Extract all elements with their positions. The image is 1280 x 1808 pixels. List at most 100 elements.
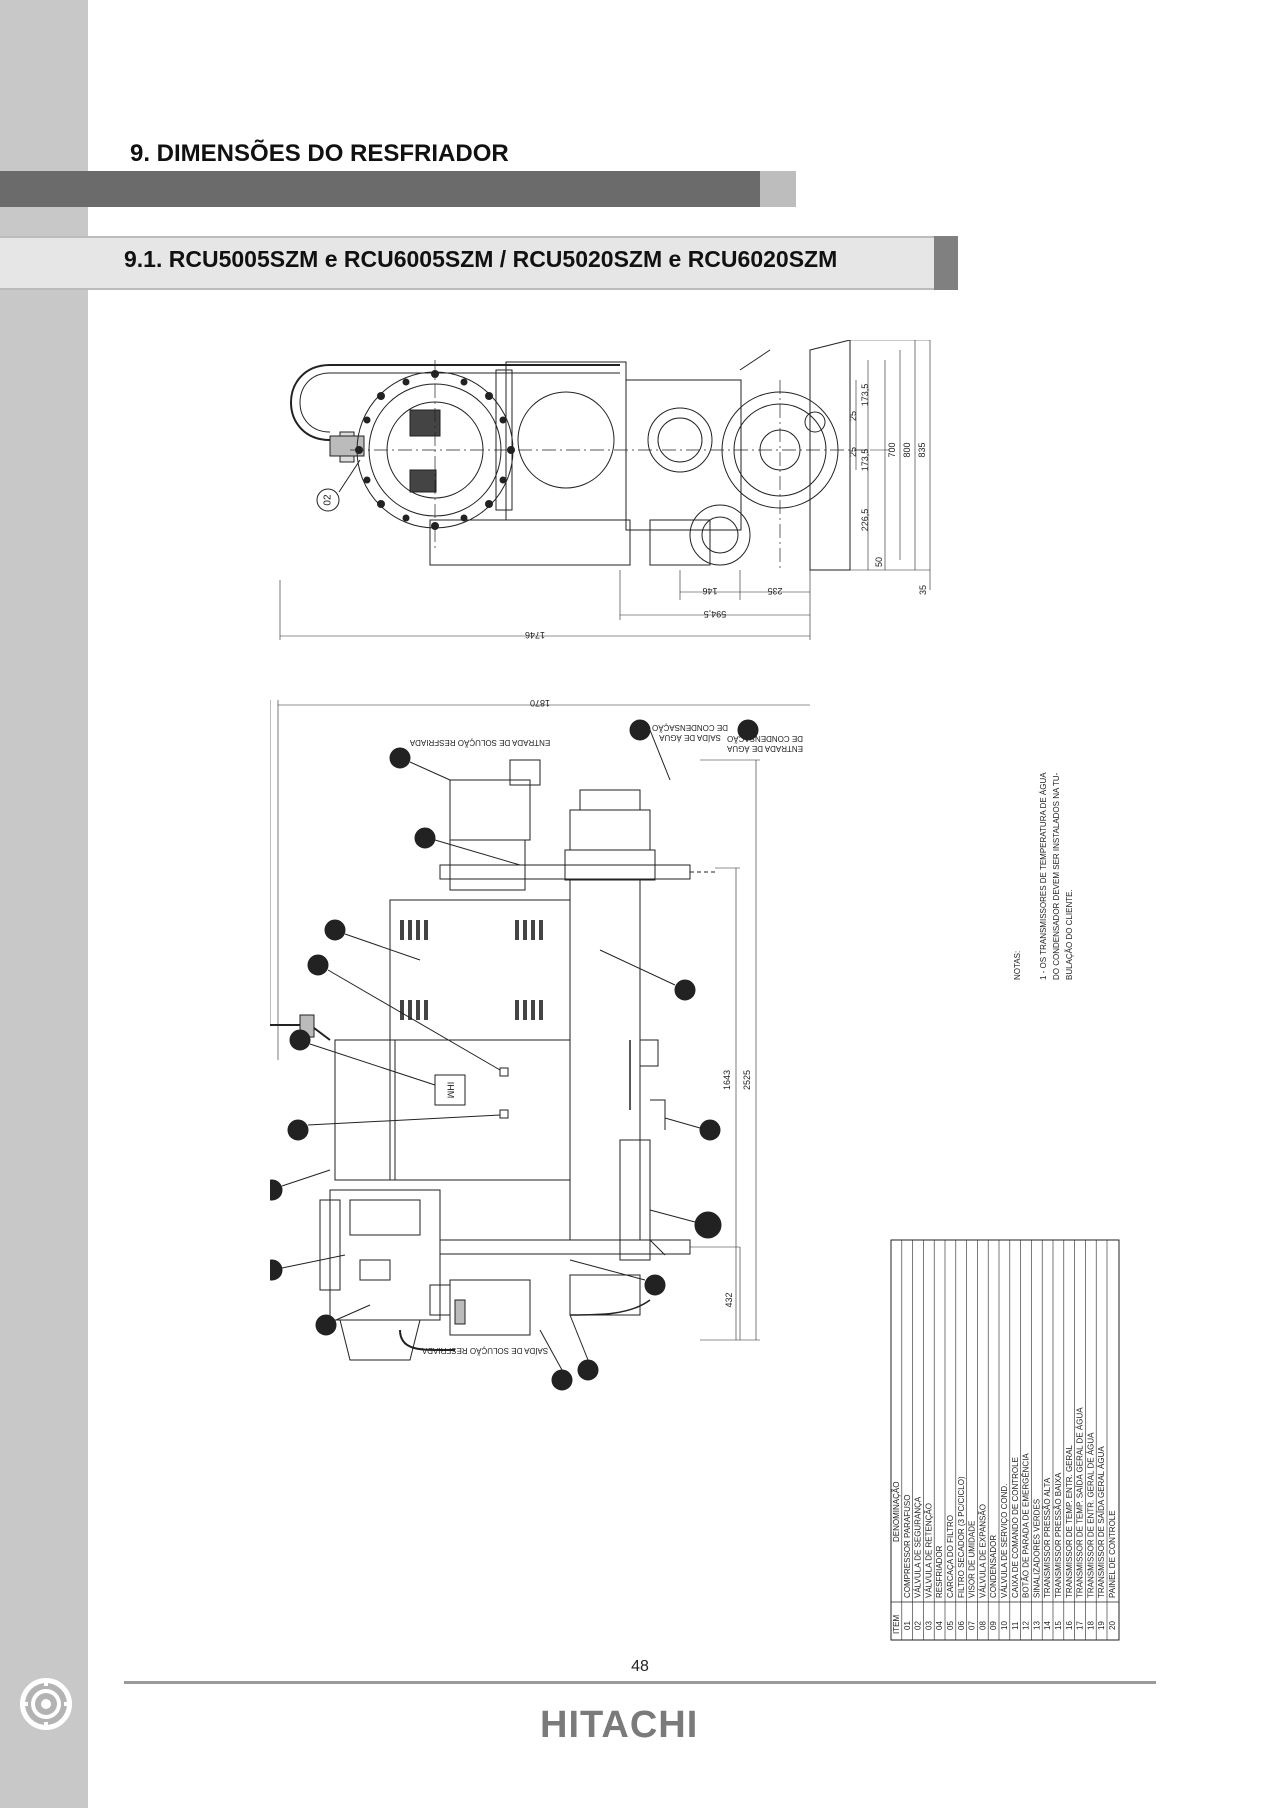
table-cell-name: TRANSMISSOR DE ENTR. GERAL DE ÁGUA [1086,1432,1095,1598]
dim-226-5: 226,5 [860,509,870,532]
label-ihm: IHM [446,1082,456,1099]
callout-14: 14 [270,1185,278,1195]
dim-835: 835 [917,442,927,457]
table-cell-name: CARCAÇA DO FILTRO [946,1515,955,1598]
hitachi-emblem-icon [18,1676,74,1732]
table-cell-name: VÁLVULA DE SEGURANÇA [914,1496,923,1598]
callout-07: 07 [584,1365,594,1375]
table-cell-item: 14 [1043,1621,1052,1630]
table-cell-name: TRANSMISSOR PRESSÃO BAIXA [1054,1472,1063,1598]
dim-173-5-a: 173,5 [860,384,870,407]
table-cell-name: RESFRIADOR [935,1545,944,1598]
callout-12: 12 [294,1125,304,1135]
dim-594-5: 594,5 [704,609,727,619]
left-margin-band [0,0,88,1808]
label-entrada-solucao: ENTRADA DE SOLUÇÃO RESFRIADA [409,738,550,747]
table-cell-item: 08 [978,1621,987,1630]
callout-05-06: 05/06 [704,1214,714,1237]
section-title-bar-end [760,171,796,207]
label-entrada-agua-1: ENTRADA DE ÁGUA [726,744,803,753]
notes-line3: BULAÇÃO DO CLIENTE. [1065,889,1074,980]
top-view: 02 173,5 25 25 173,5 226,5 50 700 800 83… [279,340,931,640]
notes: NOTAS: 1 - OS TRANSMISSORES DE TEMPERATU… [1013,772,1074,980]
table-cell-item: 04 [935,1621,944,1630]
side-view: 1870 ENTRADA DE SOLUÇÃO RESFRIADA SAÍDA … [270,698,810,1391]
table-cell-name: TRANSMISSOR DE TEMP. SAÍDA GERAL DE ÁGUA [1076,1407,1085,1598]
table-cell-name: CAIXA DE COMANDO DE CONTROLE [1011,1457,1020,1598]
table-cell-name: VÁLVULA DE RETENÇÃO [924,1503,933,1598]
label-entrada-agua-2: DE CONDENSAÇÃO [727,734,803,743]
dim-800: 800 [902,442,912,457]
dim-1870: 1870 [530,698,550,708]
label-saida-agua-2: DE CONDENSAÇÃO [652,723,728,732]
callout-08: 08 [558,1375,568,1385]
dim-25-a: 25 [848,411,858,421]
table-cell-name: TRANSMISSOR DE TEMP. ENTR. GERAL [1065,1444,1074,1598]
table-cell-item: 06 [957,1621,966,1630]
table-cell-name: VÁLVULA DE EXPANSÃO [978,1504,987,1598]
table-cell-item: 03 [924,1621,933,1630]
table-cell-item: 09 [989,1621,998,1630]
table-cell-item: 20 [1108,1621,1117,1630]
table-cell-item: 19 [1097,1621,1106,1630]
notes-line2: DO CONDENSADOR DEVEM SER INSTALADOS NA T… [1052,772,1061,980]
callout-15: 15 [322,1320,332,1330]
table-cell-item: 16 [1065,1621,1074,1630]
dim-1746: 1746 [525,630,545,640]
callout-13: 13 [314,960,324,970]
table-cell-item: 10 [1000,1621,1009,1630]
table-cell-name: TRANSMISSOR PRESSÃO ALTA [1043,1477,1052,1598]
table-cell-item: 11 [1011,1621,1020,1630]
callout-17: 17 [651,1280,661,1290]
footer-divider [124,1681,1156,1684]
section-title-bar [0,171,760,207]
callout-02: 02 [323,494,334,506]
dim-700: 700 [887,442,897,457]
dim-173-5-b: 173,5 [860,449,870,472]
subsection-title-box [0,236,934,290]
dim-35: 35 [918,585,928,595]
table-cell-name: COMPRESSOR PARAFUSO [903,1495,912,1598]
table-cell-name: VISOR DE UMIDADE [968,1521,977,1598]
callout-04: 04 [396,753,406,763]
table-cell-name: BOTÃO DE PARADA DE EMERGÊNCIA [1022,1453,1031,1598]
dim-432: 432 [724,1292,734,1307]
callout-20: 20 [296,1035,306,1045]
callout-19: 19 [636,725,646,735]
brand-logo-text: HITACHI [540,1704,699,1746]
callout-10: 10 [706,1125,716,1135]
table-cell-name: PAINEL DE CONTROLE [1108,1510,1117,1598]
subsection-title-tab [934,236,958,290]
notes-line1: 1 - OS TRANSMISSORES DE TEMPERATURA DE Á… [1039,772,1048,980]
dim-25-b: 25 [848,447,858,457]
callout-11: 11 [331,925,341,934]
callout-16: 16 [421,833,431,843]
table-cell-item: 01 [903,1621,912,1630]
table-cell-name: VÁLVULA DE SERVIÇO COND. [1000,1484,1009,1598]
label-saida-solucao: SAÍDA DE SOLUÇÃO RESFRIADA [421,1346,548,1355]
table-cell-item: 18 [1086,1621,1095,1630]
table-cell-item: 02 [914,1621,923,1630]
table-cell-item: 13 [1032,1621,1041,1630]
dim-1643: 1643 [722,1070,732,1090]
table-cell-name: CONDENSADOR [989,1535,998,1598]
table-cell-name: TRANSMISSOR DE SAÍDA GERAL ÁGUA [1097,1446,1106,1598]
dim-235: 235 [767,586,782,596]
dim-146: 146 [702,586,717,596]
table-cell-item: 07 [968,1621,977,1630]
callout-09: 09 [681,985,691,995]
subsection-title: 9.1. RCU5005SZM e RCU6005SZM / RCU5020SZ… [124,246,838,272]
section-title: 9. DIMENSÕES DO RESFRIADOR [130,140,509,167]
table-cell-name: FILTRO SECADOR (3 PC/CICLO) [957,1476,966,1598]
dim-2525: 2525 [742,1070,752,1090]
technical-drawing: 02 173,5 25 25 173,5 226,5 50 700 800 83… [270,340,1120,1641]
table-cell-item: 12 [1022,1621,1031,1630]
callout-18: 18 [744,725,754,735]
table-header-denominacao: DENOMINAÇÃO [892,1482,901,1542]
table-cell-name: SINALIZADORES VERDES [1032,1499,1041,1598]
page-number: 48 [631,1658,649,1675]
callout-01: 01 [270,1265,278,1275]
notes-title: NOTAS: [1013,951,1022,980]
dim-50: 50 [874,557,884,567]
